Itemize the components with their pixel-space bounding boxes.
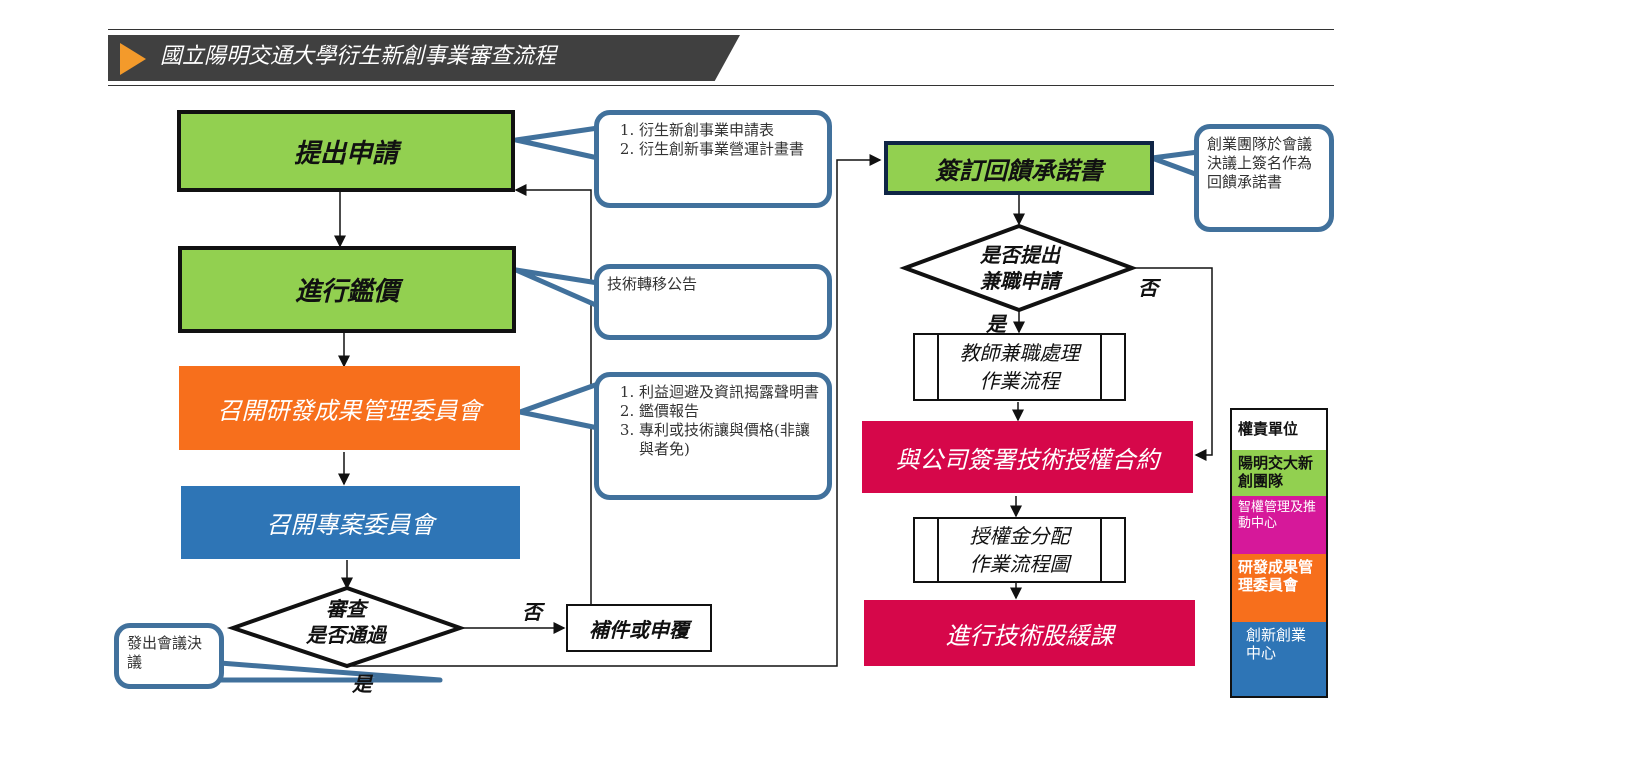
no-label-review: 否 [522,600,542,624]
header-top-rule [108,29,1334,30]
no-label-parttime: 否 [1138,276,1158,300]
legend-item-innovation-center: 創新創業中心 [1232,622,1326,696]
yes-label-parttime: 是 [986,312,1006,336]
rd-doc-item: 鑑價報告 [639,402,819,421]
pledge-note-text: 創業團隊於會議決議上簽名作為回饋承諾書 [1207,135,1313,191]
step-license-contract: 與公司簽署技術授權合約 [862,421,1193,493]
page-title: 國立陽明交通大學衍生新創事業審查流程 [160,44,557,69]
step-royalty-distribution-label: 授權金分配 作業流程圖 [969,524,1070,576]
apply-doc-item: 衍生新創事業申請表 [639,121,819,140]
step-feedback-pledge: 簽訂回饋承諾書 [884,141,1154,195]
step-feedback-pledge-label: 簽訂回饋承諾書 [935,156,1103,185]
step-teacher-parttime-label: 教師兼職處理 作業流程 [959,341,1080,393]
step-project-committee-label: 召開專案委員會 [266,511,435,539]
rd-doc-item: 專利或技術讓與價格(非讓與者免) [639,421,819,459]
callout-pointer-rd [517,381,599,431]
callout-pointer-pledge [1149,149,1199,178]
header-bottom-rule [108,85,1334,86]
step-rd-committee: 召開研發成果管理委員會 [179,366,520,450]
step-project-committee: 召開專案委員會 [181,486,520,559]
arrow-supplement-to-apply [514,184,592,604]
step-royalty-distribution: 授權金分配 作業流程圖 [913,517,1126,583]
rd-docs-list: 利益迴避及資訊揭露聲明書 鑑價報告 專利或技術讓與價格(非讓與者免) [607,383,819,459]
review-decision-label: 審查 是否通過 [306,597,386,647]
callout-pledge-note: 創業團隊於會議決議上簽名作為回饋承諾書 [1194,124,1334,232]
step-valuation: 進行鑑價 [178,246,516,333]
callout-apply-docs: 衍生新創事業申請表 衍生創新事業營運計畫書 [594,110,832,208]
parttime-decision-diamond [899,223,1138,313]
resolution-note-text: 發出會議決議 [127,634,203,671]
step-apply: 提出申請 [177,110,515,192]
yes-label-review: 是 [352,672,372,696]
step-rd-committee-label: 召開研發成果管理委員會 [217,396,482,425]
arrow-parttime-no-to-contract [1132,267,1213,461]
callout-pointer-valuation [513,267,600,309]
apply-doc-item: 衍生創新事業營運計畫書 [639,140,819,159]
apply-docs-list: 衍生新創事業申請表 衍生創新事業營運計畫書 [607,121,819,159]
callout-rd-docs: 利益迴避及資訊揭露聲明書 鑑價報告 專利或技術讓與價格(非讓與者免) [594,372,832,500]
play-arrow-icon [120,43,146,75]
legend-item-team: 陽明交大新創團隊 [1232,450,1326,496]
rd-doc-item: 利益迴避及資訊揭露聲明書 [639,383,819,402]
step-supplement: 補件或申覆 [566,604,712,652]
step-teacher-parttime: 教師兼職處理 作業流程 [913,333,1126,401]
callout-pointer-apply [513,125,599,161]
step-supplement-label: 補件或申覆 [589,617,689,642]
legend-item-ip-center: 智權管理及推動中心 [1232,496,1326,554]
callout-resolution-note: 發出會議決議 [114,623,224,689]
callout-pointer-resolution [219,660,443,683]
arrow-review-to-pledge [347,154,882,667]
legend-item-rd-committee: 研發成果管理委員會 [1232,554,1326,622]
title-bar [108,35,740,81]
callout-valuation-note: 技術轉移公告 [594,264,832,340]
responsibility-legend: 權責單位 陽明交大新創團隊 智權管理及推動中心 研發成果管理委員會 創新創業中心 [1230,408,1328,698]
step-apply-label: 提出申請 [293,138,398,169]
legend-title: 權責單位 [1232,410,1326,450]
review-decision-diamond [226,585,467,669]
step-license-contract-label: 與公司簽署技術授權合約 [895,445,1160,474]
step-tax-deferral-label: 進行技術股緩課 [945,621,1114,650]
valuation-note-text: 技術轉移公告 [607,275,698,293]
step-valuation-label: 進行鑑價 [294,277,399,307]
parttime-decision-label: 是否提出 兼職申請 [980,243,1060,293]
step-tax-deferral: 進行技術股緩課 [864,600,1195,666]
